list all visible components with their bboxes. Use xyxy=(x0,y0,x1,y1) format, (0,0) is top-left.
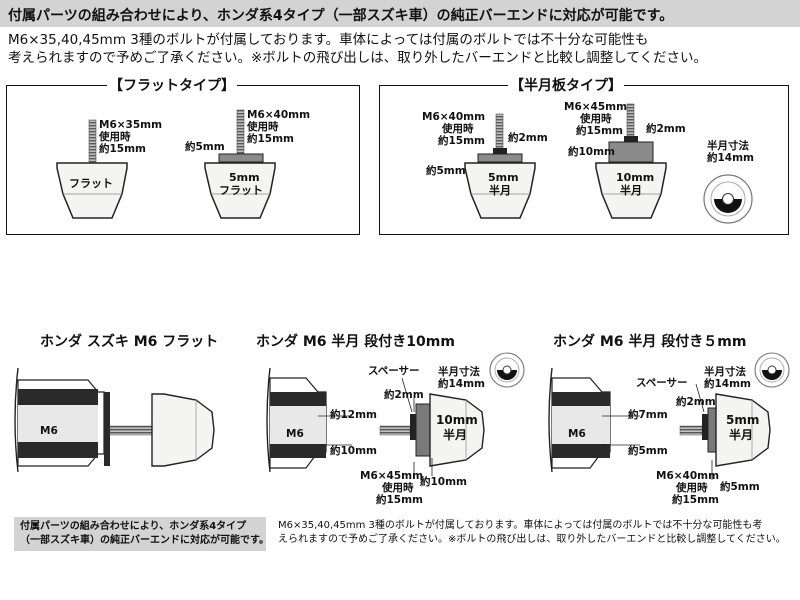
flat2-use-label: 使用時 xyxy=(247,121,279,133)
assembly-half10-gap-top: 約12mm xyxy=(330,409,377,421)
bottom-text: M6×35,40,45mm 3種のボルトが付属しております。車体によっては付属の… xyxy=(278,519,786,547)
intro-line-2: 考えられますので予めご了承ください。※ボルトの飛び出しは、取り外したバーエンドと… xyxy=(8,50,707,66)
half2-cap-line2: 半月 xyxy=(620,184,642,197)
half2-use-label: 使用時 xyxy=(580,113,612,125)
note-line-1: 付属パーツの組み合わせにより、ホンダ系4タイプ xyxy=(20,521,247,532)
half-dim-line2: 約14mm xyxy=(707,152,754,164)
assembly-half10-bolt-label: M6 xyxy=(286,428,304,440)
assembly-half10-dim-line1: 半月寸法 xyxy=(438,366,480,378)
half2-cap-line1: 10mm xyxy=(616,171,655,184)
assembly-flat-bolt-label: M6 xyxy=(40,425,58,437)
flat-bolt-40 xyxy=(236,109,245,157)
assembly-flat xyxy=(14,367,215,473)
half1-bolt-size: M6×40mm xyxy=(422,111,486,123)
half2-bolt-size: M6×45mm xyxy=(564,101,628,113)
flat1-depth: 約15mm xyxy=(99,143,146,155)
assembly-half10-end-view xyxy=(489,352,525,388)
assembly-half5-gap-top: 約7mm xyxy=(628,409,668,421)
assembly-half5-gap-bottom: 約5mm xyxy=(628,445,668,457)
half1-cap-line1: 5mm xyxy=(488,171,519,184)
flat1-cap-label: フラット xyxy=(69,177,113,190)
half-spacer-5mm xyxy=(477,153,523,163)
section-title-half-10mm: ホンダ M6 半月 段付き10mm xyxy=(256,334,455,350)
note-line-2: （一部スズキ車）の純正バーエンドに対応が可能です。 xyxy=(20,535,269,546)
half-step-2mm-b xyxy=(624,136,638,142)
assembly-half5-spacer-label: スペーサー xyxy=(636,377,688,389)
flat-cap xyxy=(56,162,128,219)
assembly-half5-bolt-label: M6 xyxy=(568,428,586,440)
assembly-half5-spacer-depth: 約5mm xyxy=(720,481,760,493)
assembly-half10-spacer xyxy=(415,403,431,457)
assembly-half5-spacer xyxy=(707,407,717,453)
flat-spacer-5mm xyxy=(218,153,264,163)
flat2-bolt-size: M6×40mm xyxy=(247,109,311,121)
assembly-half10-cap-line1: 10mm xyxy=(436,413,478,427)
half1-depth: 約15mm xyxy=(438,135,485,147)
assembly-half10-gap-bottom: 約10mm xyxy=(330,445,377,457)
half-cap-10mm xyxy=(595,162,667,219)
flat2-cap-line2: フラット xyxy=(219,184,263,197)
assembly-half5-dim-line2: 約14mm xyxy=(704,378,751,390)
header-text: 付属パーツの組み合わせにより、ホンダ系4タイプ（一部スズキ車）の純正バーエンドに… xyxy=(8,8,674,24)
assembly-half10-cap-line2: 半月 xyxy=(443,428,468,442)
assembly-flat-bolt xyxy=(109,425,153,436)
half-dim-line1: 半月寸法 xyxy=(707,140,749,152)
assembly-half5-bolt xyxy=(679,425,703,436)
assembly-half5-end-view xyxy=(754,352,790,388)
flat2-depth: 約15mm xyxy=(247,133,294,145)
flat2-spacer-depth: 約5mm xyxy=(185,141,225,153)
half-type-panel: 【半月板タイプ】 M6×40mm 使用時 約15mm 約2mm 約5mm 5mm… xyxy=(379,75,789,235)
half-type-drawing xyxy=(464,103,753,224)
note-text: 付属パーツの組み合わせにより、ホンダ系4タイプ （一部スズキ車）の純正バーエンド… xyxy=(20,520,269,548)
note-box: 付属パーツの組み合わせにより、ホンダ系4タイプ （一部スズキ車）の純正バーエンド… xyxy=(14,517,269,551)
assembly-half10-spacer-label: スペーサー xyxy=(368,365,420,377)
half2-depth: 約15mm xyxy=(576,125,623,137)
flat-type-drawing xyxy=(56,109,276,219)
assembly-half5-depth: 約15mm xyxy=(672,494,719,506)
flat-type-panel: 【フラットタイプ】 M6×35mm 使用時 約15mm フラット M6×40mm… xyxy=(6,75,360,235)
intro-line-1: M6×35,40,45mm 3種のボルトが付属しております。車体によっては付属の… xyxy=(8,32,649,48)
assembly-half5-cap-line1: 5mm xyxy=(726,413,760,427)
assembly-half5-bolt-size: M6×40mm xyxy=(656,470,720,482)
flat-cap-5mm xyxy=(204,162,276,219)
assembly-half10-use-label: 使用時 xyxy=(382,482,414,494)
half1-step: 約2mm xyxy=(508,132,548,144)
flat-type-title: 【フラットタイプ】 xyxy=(107,75,237,95)
half2-spacer-depth: 約10mm xyxy=(568,146,615,158)
flat-bolt-35 xyxy=(88,119,97,163)
assembly-half5-use-label: 使用時 xyxy=(676,482,708,494)
header-bar: 付属パーツの組み合わせにより、ホンダ系4タイプ（一部スズキ車）の純正バーエンドに… xyxy=(0,0,800,27)
assembly-half10-bolt xyxy=(379,425,411,436)
assembly-half10-depth: 約15mm xyxy=(376,494,423,506)
assembly-half5-cap-line2: 半月 xyxy=(729,428,754,442)
assembly-half10-step: 約2mm xyxy=(384,389,424,401)
assembly-half5-step: 約2mm xyxy=(676,396,716,408)
half-step-2mm-a xyxy=(493,148,507,154)
half1-cap-line2: 半月 xyxy=(489,184,511,197)
flat1-use-label: 使用時 xyxy=(99,131,131,143)
half-spacer-10mm xyxy=(608,141,654,163)
flat2-cap-line1: 5mm xyxy=(229,171,260,184)
assembly-half10-spacer-depth: 約10mm xyxy=(420,476,467,488)
flat1-bolt-size: M6×35mm xyxy=(99,119,163,131)
half1-spacer-depth: 約5mm xyxy=(426,165,466,177)
intro-text: M6×35,40,45mm 3種のボルトが付属しております。車体によっては付属の… xyxy=(8,31,707,67)
half1-use-label: 使用時 xyxy=(442,123,474,135)
assembly-half5-dim-line1: 半月寸法 xyxy=(704,366,746,378)
half-type-title: 【半月板タイプ】 xyxy=(508,75,624,95)
half-moon-end-view xyxy=(703,174,753,224)
section-title-flat: ホンダ スズキ M6 フラット xyxy=(40,334,219,350)
half-cap-5mm xyxy=(464,162,536,219)
assembly-flat-cap xyxy=(151,393,215,467)
section-title-half-5mm: ホンダ M6 半月 段付き５mm xyxy=(553,334,747,350)
bottom-line-2: えられますので予めご了承ください。※ボルトの飛び出しは、取り外したバーエンドと比… xyxy=(278,534,786,545)
half2-step: 約2mm xyxy=(646,123,686,135)
bottom-line-1: M6×35,40,45mm 3種のボルトが付属しております。車体によっては付属の… xyxy=(278,520,763,531)
assembly-half10-dim-line2: 約14mm xyxy=(438,378,485,390)
assembly-half10-bolt-size: M6×45mm xyxy=(360,470,424,482)
